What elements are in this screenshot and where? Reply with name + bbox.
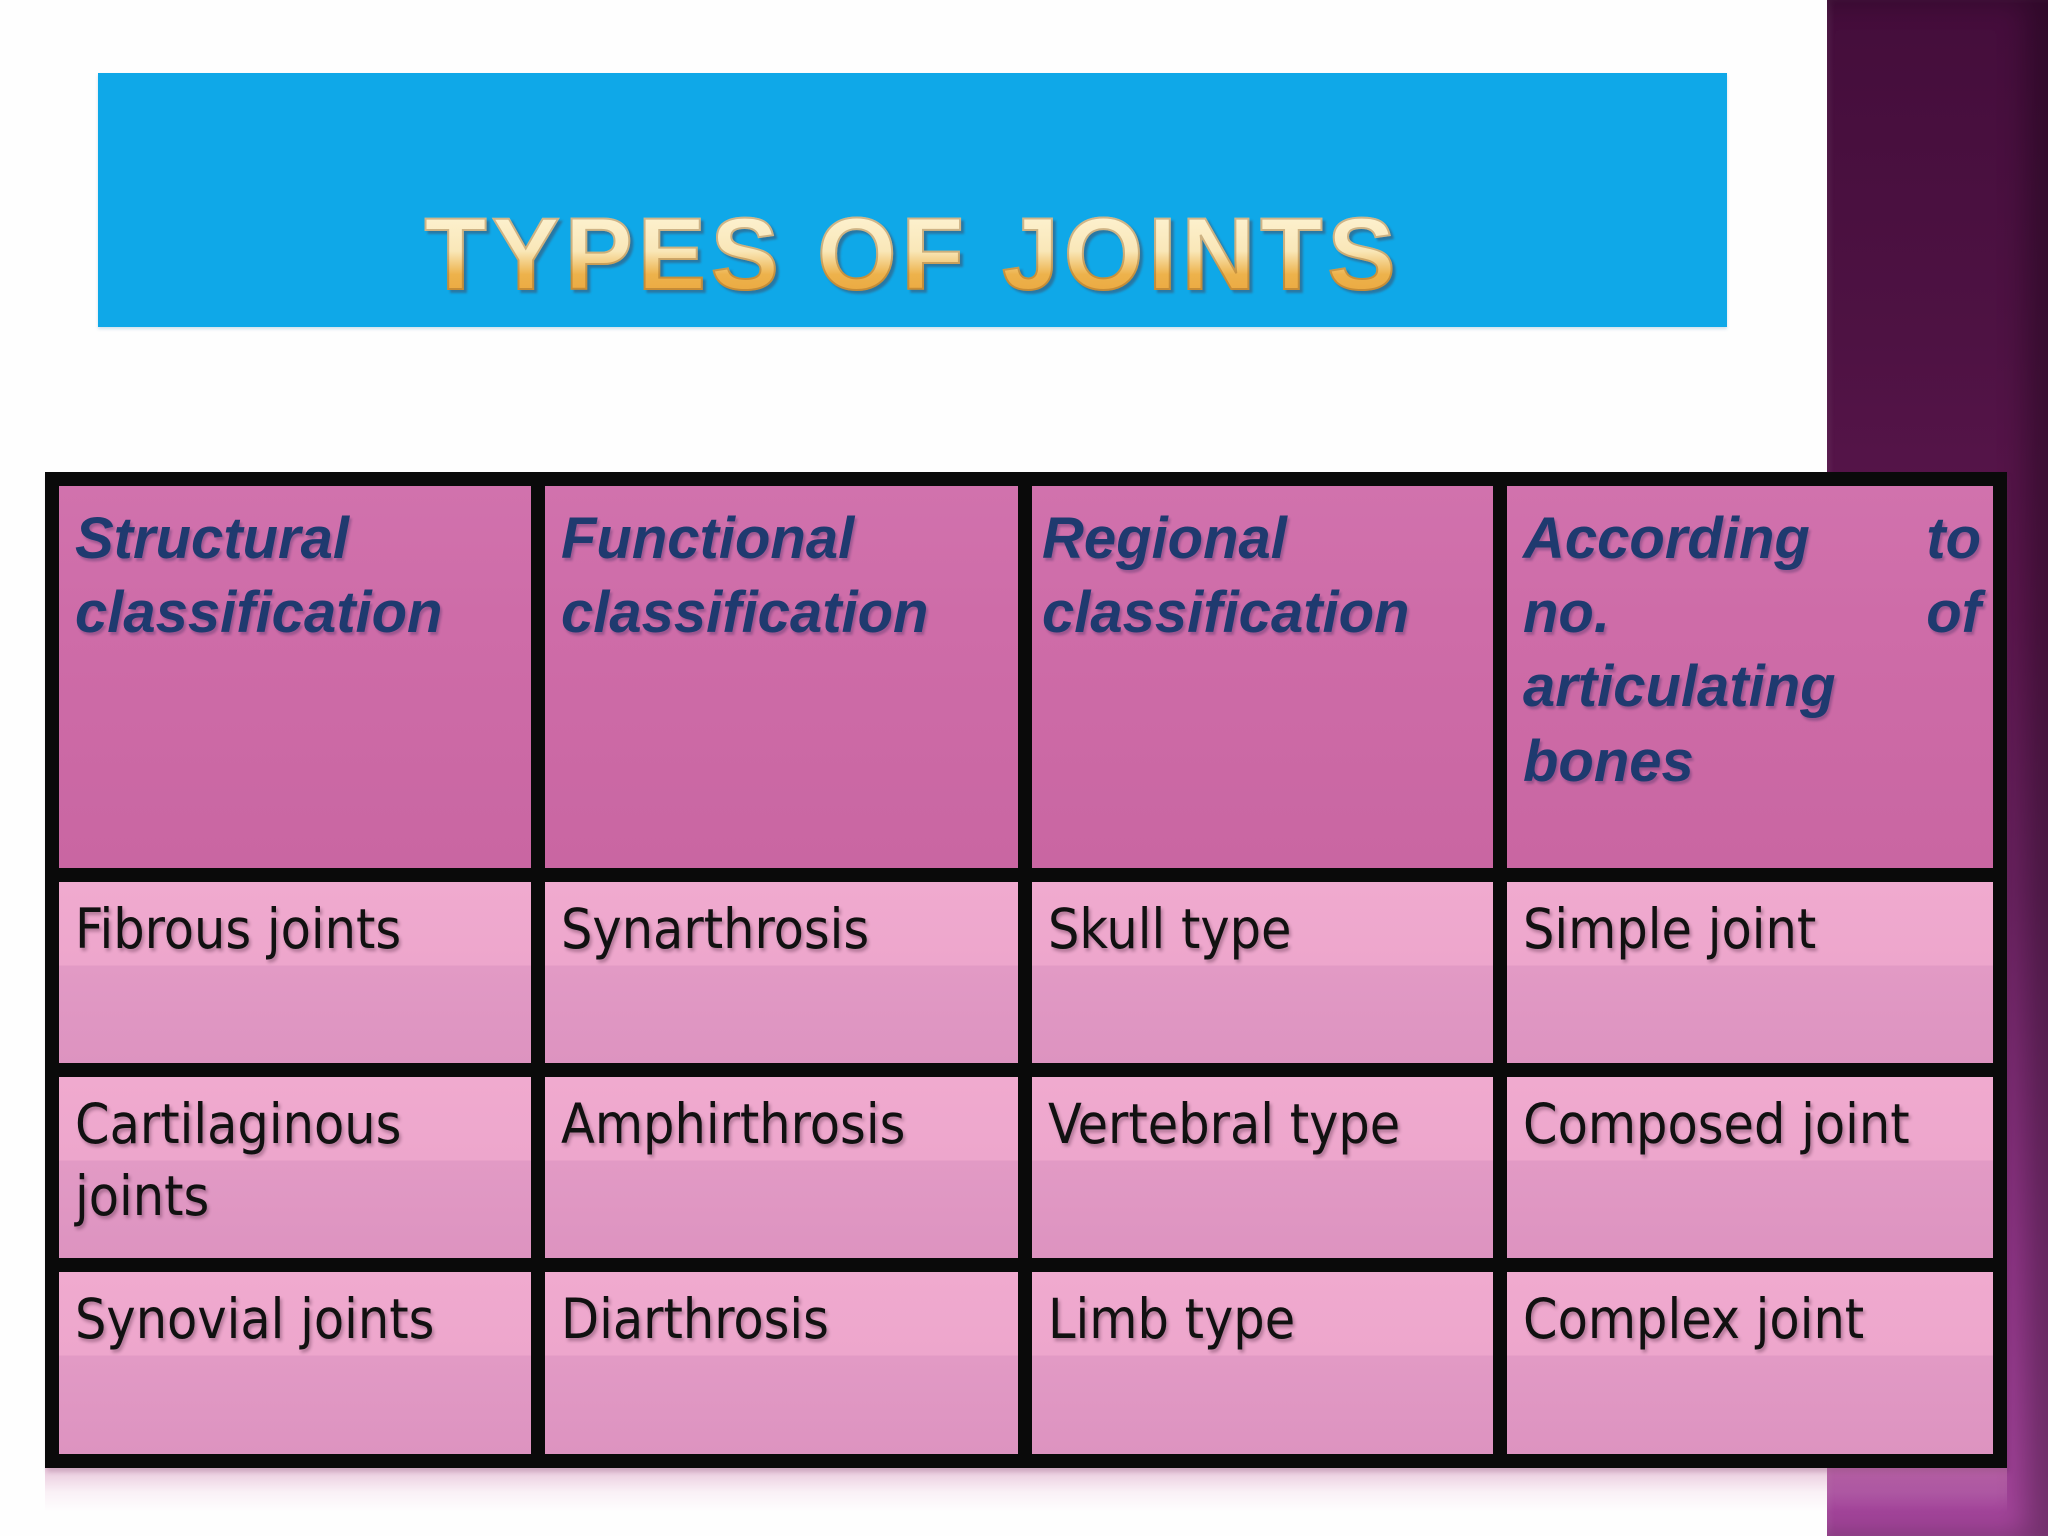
table-cell: Amphirthrosis [545,1077,1018,1258]
table-cell: Composed joint [1507,1077,1993,1258]
header-justified-line: bones [1523,725,1981,799]
joints-classification-table: Structural classification Functional cla… [45,472,2007,1468]
header-word: of [1926,580,1981,646]
column-header-functional: Functional classification [545,486,1018,868]
column-header-structural: Structural classification [59,486,531,868]
header-word: articulating [1523,654,1836,720]
table-cell: Synovial joints [59,1272,531,1454]
slide-title: TYPES OF JOINTS [423,196,1400,327]
column-header-articulating-bones: According to no. of articulating bones [1507,486,1993,868]
table-cell: Cartilaginous joints [59,1077,531,1258]
header-justified-line: articulating [1523,650,1981,724]
header-word: According [1523,506,1810,571]
table-cell: Diarthrosis [545,1272,1018,1454]
header-word: bones [1523,728,1694,794]
column-header-regional: Regional classification [1032,486,1493,868]
header-word: to [1926,506,1981,571]
table-cell: Complex joint [1507,1272,1993,1454]
table-cell: Fibrous joints [59,882,531,1063]
table-cell: Vertebral type [1032,1077,1493,1258]
header-justified-line: According to [1523,502,1981,576]
table-cell: Synarthrosis [545,882,1018,1063]
table-cell: Skull type [1032,882,1493,1063]
table-cell: Simple joint [1507,882,1993,1063]
header-justified-line: no. of [1523,576,1981,650]
header-word: no. [1523,580,1610,646]
title-banner: TYPES OF JOINTS [98,73,1727,327]
table-reflection [45,1468,2007,1512]
table-cell: Limb type [1032,1272,1493,1454]
